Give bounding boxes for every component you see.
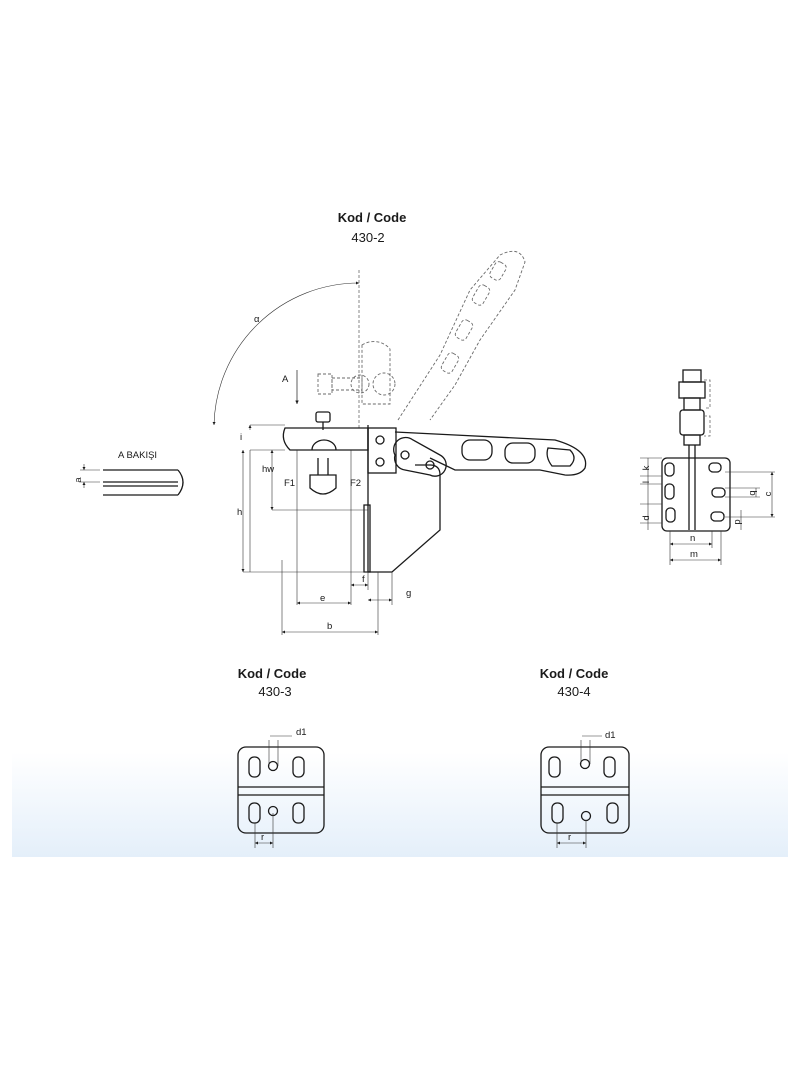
dim-r-430-4: r	[568, 832, 571, 843]
clamp-front-view: k l d q c p n m	[640, 369, 775, 565]
label-f2: F2	[350, 478, 361, 489]
plate-430-4: d1 r	[540, 730, 630, 848]
dim-d1-430-3: d1	[296, 727, 307, 738]
dim-i: i	[240, 432, 242, 443]
plate-430-3: d1 r	[237, 727, 325, 848]
dim-r-430-3: r	[261, 832, 264, 843]
clamp-side-view: α A	[212, 250, 587, 635]
dim-hw: hw	[262, 464, 274, 475]
dim-q: q	[747, 490, 758, 495]
code-430-3: 430-3	[258, 684, 291, 699]
dim-k: k	[641, 465, 652, 470]
a-view-detail: A BAKIŞI a	[73, 450, 184, 496]
dim-d: d	[641, 515, 652, 520]
background-gradient-band	[12, 752, 788, 857]
dim-d1-430-4: d1	[605, 730, 616, 741]
dim-e: e	[320, 593, 325, 604]
dim-alpha: α	[254, 314, 260, 325]
dim-n: n	[690, 533, 695, 544]
dim-g: g	[406, 588, 411, 599]
view-label: A BAKIŞI	[118, 450, 157, 461]
code-main: 430-2	[351, 230, 384, 245]
dim-m: m	[690, 549, 698, 560]
title-main: Kod / Code	[338, 210, 407, 225]
dim-a: a	[73, 477, 84, 483]
arrow-label-a: A	[282, 374, 289, 385]
title-430-3: Kod / Code	[238, 666, 307, 681]
label-f1: F1	[284, 478, 295, 489]
dim-l: l	[641, 481, 652, 483]
dim-p: p	[732, 519, 743, 524]
dim-b: b	[327, 621, 332, 632]
dim-c: c	[763, 491, 774, 496]
dim-h: h	[237, 507, 242, 518]
dim-f: f	[362, 574, 365, 585]
title-430-4: Kod / Code	[540, 666, 609, 681]
code-430-4: 430-4	[557, 684, 590, 699]
